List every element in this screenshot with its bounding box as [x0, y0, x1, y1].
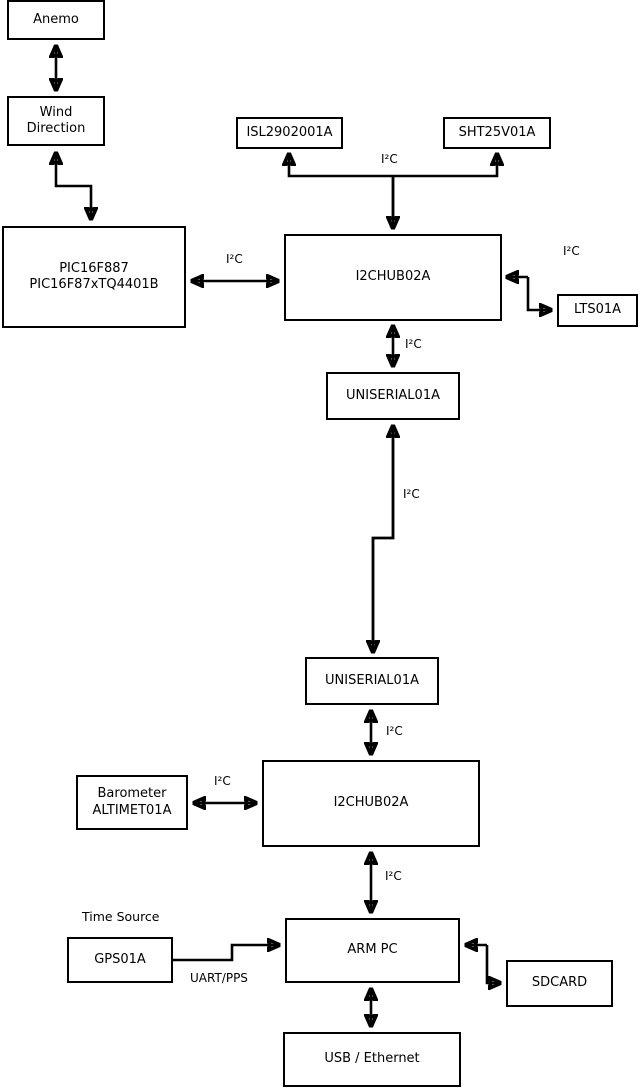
wire-gps-armpc: [173, 945, 279, 962]
node-sdcard-label: SDCARD: [531, 975, 588, 991]
node-usb-ethernet[interactable]: USB / Ethernet: [283, 1032, 461, 1087]
edge-label-sensors-bus: I²C: [381, 152, 398, 166]
edge-label-hub-to-lts: I²C: [563, 244, 580, 258]
node-isl2902001a[interactable]: ISL2902001A: [236, 117, 343, 149]
node-anemo-label: Anemo: [33, 11, 79, 27]
node-uniserial01a-bottom[interactable]: UNISERIAL01A: [305, 657, 439, 705]
node-anemo[interactable]: Anemo: [7, 0, 105, 40]
node-wind-direction[interactable]: Wind Direction: [7, 96, 105, 146]
node-pic[interactable]: PIC16F887 PIC16F87xTQ4401B: [2, 226, 186, 328]
node-i2chub02a-bottom-label: I2CHUB02A: [333, 795, 409, 811]
wire-hub-lts-out: [526, 277, 551, 310]
node-barometer[interactable]: Barometer ALTIMET01A: [76, 775, 188, 830]
wire-uniserial-link-down: [373, 426, 395, 652]
edge-label-gps-to-armpc: UART/PPS: [190, 971, 248, 985]
wire-wind-pic: [56, 153, 91, 219]
node-gps01a[interactable]: GPS01A: [67, 937, 173, 983]
node-pic-label: PIC16F887 PIC16F87xTQ4401B: [29, 260, 159, 292]
node-uniserial01a-top[interactable]: UNISERIAL01A: [326, 372, 460, 420]
node-sht25v01a-label: SHT25V01A: [458, 124, 536, 140]
node-arm-pc[interactable]: ARM PC: [285, 918, 460, 983]
node-usb-ethernet-label: USB / Ethernet: [324, 1051, 420, 1067]
node-uniserial01a-bottom-label: UNISERIAL01A: [325, 672, 419, 688]
wire-bus-sht: [393, 154, 497, 178]
edge-label-pic-to-hub: I²C: [226, 252, 243, 266]
edge-label-uniserial-bottom-to-hub: I²C: [386, 724, 403, 738]
node-sdcard[interactable]: SDCARD: [506, 960, 613, 1007]
edge-label-uniserial-link: I²C: [403, 487, 420, 501]
node-arm-pc-label: ARM PC: [347, 942, 398, 958]
node-i2chub02a-top-label: I2CHUB02A: [355, 269, 431, 285]
node-wind-direction-label: Wind Direction: [26, 104, 86, 136]
node-isl2902001a-label: ISL2902001A: [246, 124, 333, 140]
edge-label-hub-to-uniserial-top: I²C: [405, 337, 422, 351]
label-time-source: Time Source: [82, 909, 160, 924]
wire-armpc-sdcard-out: [485, 945, 500, 983]
node-i2chub02a-top[interactable]: I2CHUB02A: [284, 234, 502, 321]
edge-label-hub-to-armpc: I²C: [385, 869, 402, 883]
node-barometer-label: Barometer ALTIMET01A: [92, 786, 172, 818]
node-lts01a-label: LTS01A: [573, 302, 622, 318]
node-uniserial01a-top-label: UNISERIAL01A: [346, 387, 440, 403]
wire-uniserial-link-up: [371, 426, 393, 652]
node-lts01a[interactable]: LTS01A: [557, 294, 638, 327]
edge-label-barometer-to-hub: I²C: [214, 774, 231, 788]
wire-bus-isl: [289, 154, 393, 178]
node-sht25v01a[interactable]: SHT25V01A: [443, 117, 551, 149]
node-i2chub02a-bottom[interactable]: I2CHUB02A: [262, 760, 480, 847]
node-gps01a-label: GPS01A: [94, 951, 146, 967]
